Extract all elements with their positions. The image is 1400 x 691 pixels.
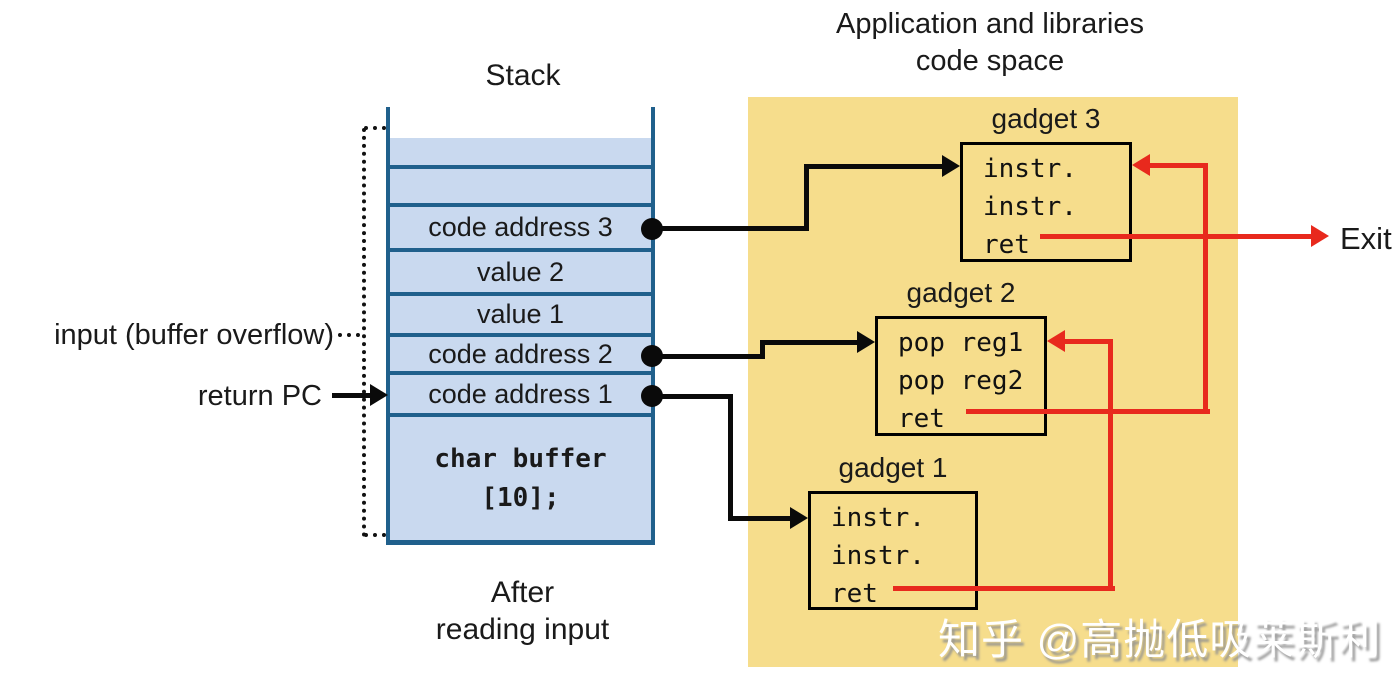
stack-row-value-2: value 2 xyxy=(390,252,651,296)
red-path-exit-line xyxy=(1040,234,1313,239)
stack-row-empty-2 xyxy=(390,169,651,207)
red-path-g1-seg2 xyxy=(1108,339,1113,591)
stack-row-value-1: value 1 xyxy=(390,296,651,337)
gadget-1-label: gadget 1 xyxy=(838,452,948,483)
return-pc-arrow-line xyxy=(332,393,374,398)
red-path-g1-seg1 xyxy=(893,586,1115,591)
stack-row-empty-1 xyxy=(390,138,651,169)
path-addr1-seg3 xyxy=(728,516,793,521)
path-addr2-seg1 xyxy=(650,354,765,359)
red-path-g2-seg1 xyxy=(966,409,1210,414)
code-space-title: Application and libraries code space xyxy=(770,6,1210,80)
gadget-2-line2: pop reg2 xyxy=(898,366,1024,396)
code-space-region xyxy=(748,97,1238,667)
gadget-1-line1: instr. xyxy=(831,503,925,533)
gadget-2-box: pop reg1 pop reg2 ret xyxy=(875,316,1047,436)
stack-row-code-address-3: code address 3 xyxy=(390,207,651,252)
gadget-1-line2: instr. xyxy=(831,541,925,571)
exit-label: Exit xyxy=(1340,221,1392,256)
watermark-text: 知乎 @高抛低吸莱斯利 xyxy=(938,616,1382,663)
buffer-text-line1: char buffer xyxy=(434,443,607,474)
path-addr2-seg2 xyxy=(760,341,765,359)
return-pc-arrowhead-icon xyxy=(370,384,388,406)
gadget-3-box: instr. instr. ret xyxy=(960,142,1132,262)
input-label-connector-dots xyxy=(338,333,360,337)
red-path-g1-arrowhead-icon xyxy=(1047,330,1065,352)
input-range-bracket-top-tick xyxy=(364,126,386,130)
stack-title: Stack xyxy=(485,59,561,92)
path-addr3-seg2 xyxy=(804,165,809,231)
code-space-title-line2: code space xyxy=(915,45,1065,77)
gadget-2-label: gadget 2 xyxy=(906,277,1016,308)
gadget-3-label: gadget 3 xyxy=(991,103,1101,134)
gadget-2-line1: pop reg1 xyxy=(898,328,1024,358)
red-path-g2-seg2 xyxy=(1203,163,1208,414)
gadget-1-box: instr. instr. ret xyxy=(808,491,978,610)
red-path-g2-arrowhead-icon xyxy=(1132,154,1150,176)
red-path-exit-arrowhead-icon xyxy=(1311,225,1329,247)
stack-row-code-address-1: code address 1 xyxy=(390,375,651,417)
path-addr1-arrowhead-icon xyxy=(790,507,808,529)
after-reading-input-caption: After reading input xyxy=(400,574,645,648)
path-addr2-arrowhead-icon xyxy=(857,331,875,353)
after-caption-line2: reading input xyxy=(435,613,610,646)
gadget-3-line2: instr. xyxy=(983,192,1077,222)
buffer-text-line2: [10]; xyxy=(481,482,560,513)
path-addr3-seg3 xyxy=(804,164,944,169)
input-range-bracket-vertical xyxy=(362,128,366,537)
path-addr3-seg1 xyxy=(650,226,809,231)
stack: code address 3 value 2 value 1 code addr… xyxy=(386,107,655,545)
path-addr1-seg1 xyxy=(650,394,733,399)
path-addr2-seg3 xyxy=(760,340,860,345)
gadget-3-line1: instr. xyxy=(983,154,1077,184)
after-caption-line1: After xyxy=(490,576,555,609)
stack-row-code-address-2: code address 2 xyxy=(390,337,651,375)
gadget-1-line3: ret xyxy=(831,579,878,609)
code-space-title-line1: Application and libraries xyxy=(836,8,1144,40)
stack-row-char-buffer: char buffer [10]; xyxy=(390,417,651,540)
red-path-g1-seg3 xyxy=(1064,339,1112,344)
red-path-g2-seg3 xyxy=(1149,163,1208,168)
gadget-2-line3: ret xyxy=(898,404,945,434)
path-addr1-seg2 xyxy=(728,394,733,521)
input-range-bracket-bottom-tick xyxy=(364,533,386,537)
return-pc-label: return PC xyxy=(197,380,322,412)
input-buffer-overflow-label: input (buffer overflow) xyxy=(54,319,334,351)
path-addr3-arrowhead-icon xyxy=(942,155,960,177)
gadget-3-line3: ret xyxy=(983,230,1030,260)
